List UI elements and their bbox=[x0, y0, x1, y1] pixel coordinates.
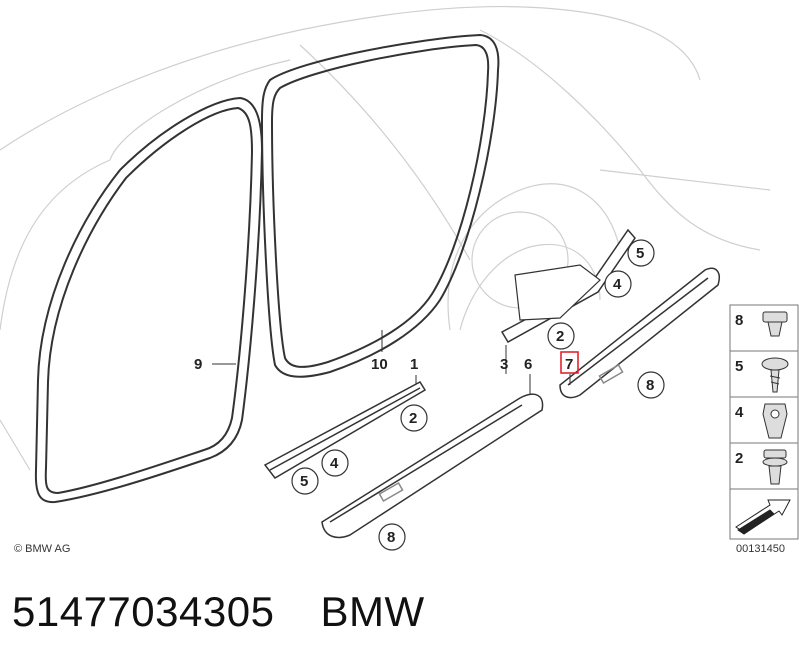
expanding-rivet-icon bbox=[762, 449, 788, 485]
svg-text:8: 8 bbox=[646, 377, 654, 394]
part-caption: 51477034305 BMW bbox=[12, 588, 425, 636]
svg-text:8: 8 bbox=[387, 529, 395, 546]
parts-diagram: 9 10 1 3 6 7 2 4 5 8 2 4 5 8 8 bbox=[0, 5, 799, 555]
svg-text:4: 4 bbox=[613, 276, 622, 293]
circled-callout-5b: 5 bbox=[627, 239, 655, 267]
legend-label-5: 5 bbox=[735, 358, 743, 375]
door-seal-rear bbox=[260, 33, 500, 378]
circled-callout-4b: 4 bbox=[604, 270, 632, 298]
screw-icon bbox=[761, 357, 789, 393]
svg-text:5: 5 bbox=[300, 473, 308, 490]
leader-lines bbox=[212, 330, 571, 395]
part-number: 51477034305 bbox=[12, 588, 275, 635]
callout-9: 9 bbox=[194, 356, 202, 373]
clip-icon bbox=[762, 311, 788, 337]
circled-callout-8b: 8 bbox=[637, 371, 665, 399]
callout-3: 3 bbox=[500, 356, 508, 373]
car-body-outline bbox=[0, 5, 771, 471]
callout-1: 1 bbox=[410, 356, 418, 373]
svg-text:4: 4 bbox=[330, 455, 339, 472]
wheel-arch-panel bbox=[514, 264, 601, 321]
svg-text:2: 2 bbox=[556, 328, 564, 345]
circled-callout-5a: 5 bbox=[291, 467, 319, 495]
callout-10: 10 bbox=[371, 356, 388, 373]
fastener-legend: 8 5 4 2 bbox=[729, 304, 799, 540]
circled-callout-2b: 2 bbox=[547, 322, 575, 350]
circled-callout-4a: 4 bbox=[321, 449, 349, 477]
sill-plate-front bbox=[321, 393, 544, 539]
svg-text:2: 2 bbox=[409, 410, 417, 427]
nut-icon bbox=[762, 403, 788, 439]
callout-7: 7 bbox=[565, 356, 573, 373]
door-seal-front bbox=[34, 96, 264, 504]
legend-label-2: 2 bbox=[735, 450, 743, 467]
copyright-text: © BMW AG bbox=[14, 543, 70, 555]
circled-callout-8a: 8 bbox=[378, 523, 406, 551]
arrow-icon bbox=[735, 499, 791, 535]
diagram-number: 00131450 bbox=[736, 543, 785, 555]
circled-callout-2a: 2 bbox=[400, 404, 428, 432]
sill-trim-front bbox=[263, 381, 427, 479]
svg-text:5: 5 bbox=[636, 245, 644, 262]
callout-6: 6 bbox=[524, 356, 532, 373]
brand-name: BMW bbox=[320, 588, 425, 635]
sill-plate-rear bbox=[559, 267, 720, 399]
legend-cell-5 bbox=[729, 350, 799, 398]
legend-label-4: 4 bbox=[735, 404, 744, 421]
legend-label-8: 8 bbox=[735, 312, 743, 329]
callout-7-highlight bbox=[560, 351, 579, 374]
